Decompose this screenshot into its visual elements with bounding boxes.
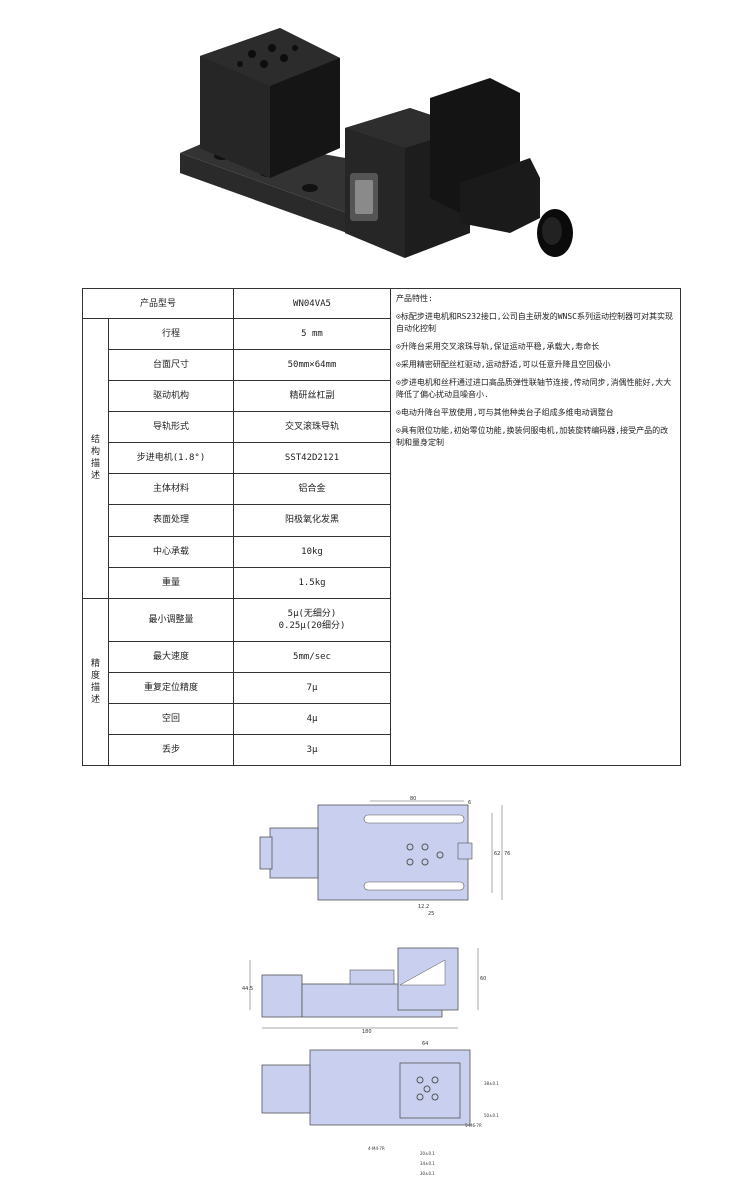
spec-value: 50mm×64mm — [233, 349, 392, 382]
spec-value: 1.5kg — [233, 566, 392, 599]
dim-76: 76 — [504, 851, 510, 857]
feature-item: ⊙具有限位功能,初始零位功能,换装伺服电机,加装旋转编码器,接受产品的改制和量身… — [396, 426, 669, 447]
spec-value: 5μ(无细分) 0.25μ(20细分) — [233, 597, 392, 642]
features-title: 产品特性: — [396, 294, 433, 303]
spec-label: 空回 — [107, 702, 235, 735]
spec-value: 10kg — [233, 535, 392, 568]
drawing-top-view: 80 6 62 76 12.2 25 — [259, 796, 510, 915]
model-value: WN04VA5 — [233, 287, 392, 320]
dim-80: 80 — [410, 796, 416, 802]
spec-value: 精研丝杠副 — [233, 380, 392, 413]
spec-value: 4μ — [233, 702, 392, 735]
table-row: 步进电机(1.8°) SST42D2121 — [83, 442, 681, 475]
dim-44: 44.5 — [242, 986, 253, 992]
dim-12: 12.2 — [418, 904, 429, 910]
features-cell: 产品特性: ⊙标配步进电机和RS232接口,公司自主研发的WNSC系列运动控制器… — [390, 288, 682, 766]
table-row: 主体材料 铝合金 — [83, 473, 681, 506]
note-m4: 4-M4-7R — [368, 1146, 385, 1151]
spec-label: 导轨形式 — [107, 411, 235, 444]
spec-label: 行程 — [107, 318, 235, 351]
spec-value: 阳极氧化发黑 — [233, 504, 392, 537]
table-row: 表面处理 阳极氧化发黑 — [83, 504, 681, 537]
spec-value: SST42D2121 — [233, 442, 392, 475]
dim-38: 38±0.1 — [484, 1081, 499, 1086]
feature-item: ⊙标配步进电机和RS232接口,公司自主研发的WNSC系列运动控制器可对其实现自… — [396, 312, 673, 333]
table-row: 产品型号 WN04VA5 产品特性: ⊙标配步进电机和RS232接口,公司自主研… — [81, 287, 682, 766]
table-row: 结 构 描 述 行程 5 mm — [82, 318, 681, 599]
spec-label: 最小调整量 — [107, 597, 235, 642]
spec-label: 驱动机构 — [107, 380, 235, 413]
spec-label: 台面尺寸 — [107, 349, 235, 382]
spec-value: 铝合金 — [233, 473, 392, 506]
dim-180: 180 — [362, 1029, 372, 1035]
spec-label: 重复定位精度 — [107, 671, 235, 704]
dim-30: 30±0.1 — [420, 1171, 435, 1176]
precision-group-label: 精 度 描 述 — [82, 597, 109, 767]
spec-value: 交叉滚珠导轨 — [233, 411, 392, 444]
note-m6: 5-M6-7R — [465, 1123, 482, 1128]
spec-label: 中心承载 — [107, 535, 235, 568]
dim-62: 62 — [494, 851, 500, 857]
table-row: 导轨形式 交叉滚珠导轨 — [83, 411, 681, 444]
drawing-bottom-view: 64 38±0.1 50±0.1 20±0.1 34±0.1 30±0.1 4-… — [261, 1041, 499, 1176]
spec-table: 产品型号 WN04VA5 产品特性: ⊙标配步进电机和RS232接口,公司自主研… — [81, 287, 682, 767]
dim-25: 25 — [428, 911, 434, 915]
feature-item: ⊙升降台采用交叉滚珠导轨,保证运动平稳,承载大,寿命长 — [396, 342, 600, 351]
table-row: 中心承载 10kg — [83, 535, 681, 568]
spec-label: 重量 — [107, 566, 235, 599]
product-photo — [180, 28, 573, 258]
spec-label: 步进电机(1.8°) — [107, 442, 235, 475]
dim-6: 6 — [468, 800, 471, 806]
spec-value: 7μ — [233, 671, 392, 704]
feature-item: ⊙电动升降台平放使用,可与其他种类台子组成多维电动调整台 — [396, 408, 614, 417]
feature-item: ⊙步进电机和丝杆通过进口高品质弹性联轴节连接,传动同步,消偶性能好,大大降低了偏… — [396, 378, 672, 399]
model-label: 产品型号 — [81, 287, 235, 320]
dim-60: 60 — [480, 976, 486, 982]
spec-label: 最大速度 — [107, 640, 235, 673]
spec-value: 5mm/sec — [233, 640, 392, 673]
table-row: 丢步 3μ — [83, 733, 681, 767]
table-row: 重量 1.5kg — [83, 566, 681, 599]
feature-item: ⊙采用精密研配丝杠驱动,运动舒适,可以任意升降且空回极小 — [396, 360, 611, 369]
drawing-side-view: 44.5 60 180 — [242, 947, 486, 1035]
spec-label: 表面处理 — [107, 504, 235, 537]
spec-label: 丢步 — [107, 733, 235, 767]
dim-64: 64 — [422, 1041, 428, 1047]
spec-label: 主体材料 — [107, 473, 235, 506]
dim-34: 34±0.1 — [420, 1161, 435, 1166]
dim-50: 50±0.1 — [484, 1113, 499, 1118]
table-row: 驱动机构 精研丝杠副 — [83, 380, 681, 413]
structure-group-label: 结 构 描 述 — [82, 318, 109, 599]
table-row: 台面尺寸 50mm×64mm — [83, 349, 681, 382]
spec-value: 3μ — [233, 733, 392, 767]
spec-value: 5 mm — [233, 318, 392, 351]
dim-20: 20±0.1 — [420, 1151, 435, 1156]
